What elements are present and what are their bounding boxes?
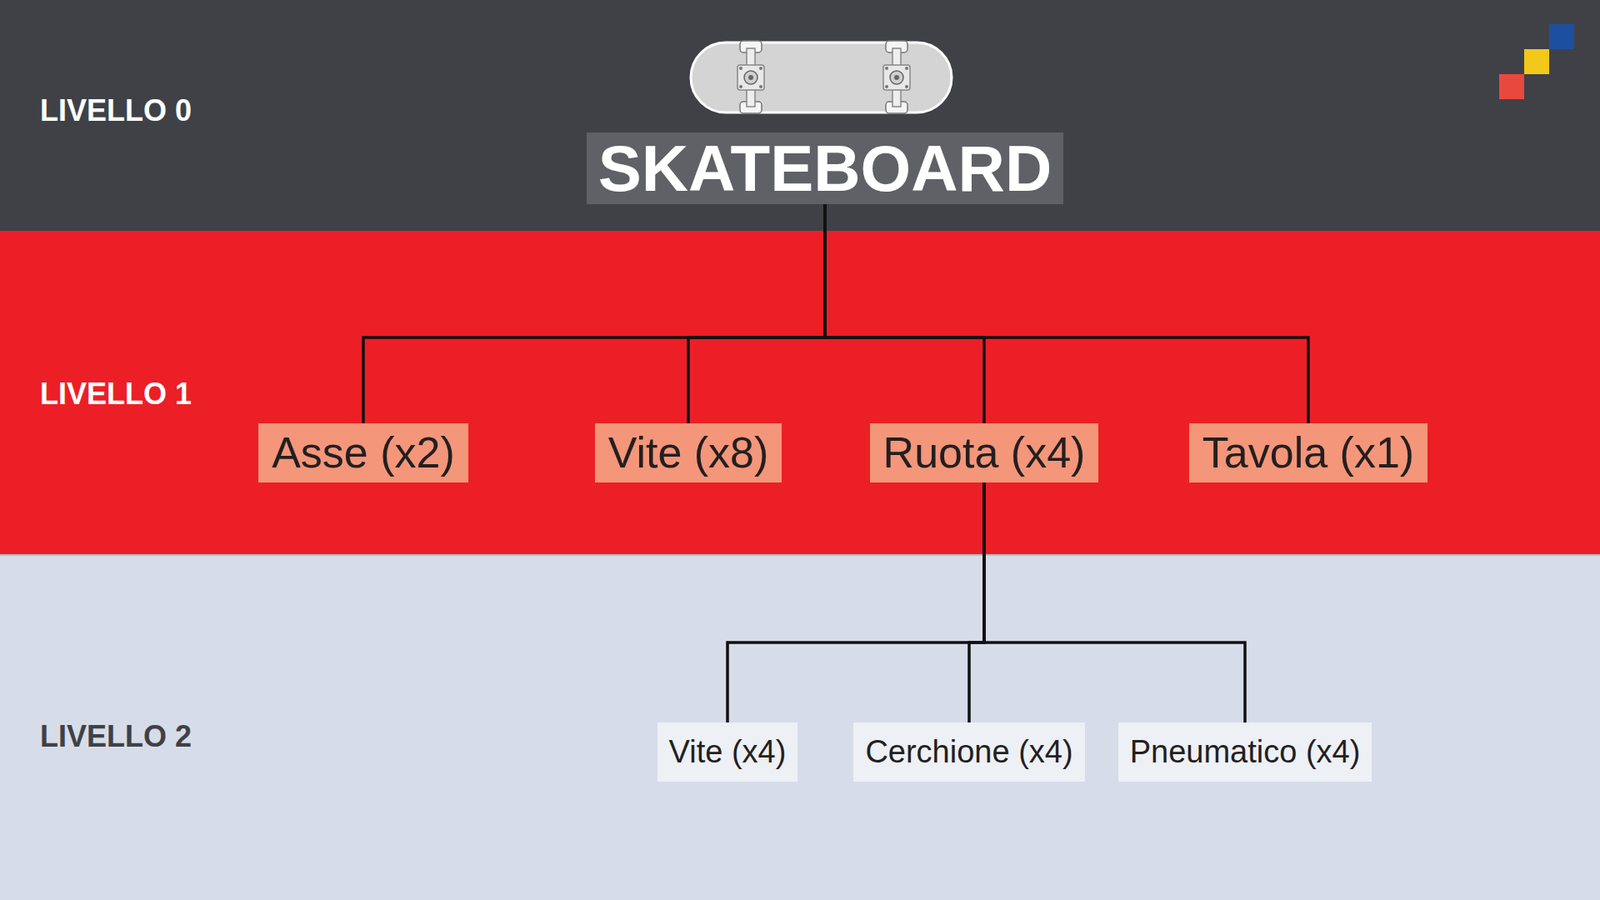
tree-connector [727,482,985,723]
band-label-holder: LIVELLO 1 [40,376,192,412]
truck [737,40,765,114]
level-label: LIVELLO 2 [40,719,192,755]
tree-connector [825,204,1309,424]
component-label: Vite (x4) [669,722,787,782]
tree-connector [825,204,985,424]
component-label: Cerchione (x4) [865,722,1073,782]
component-box: SKATEBOARD [586,132,1065,205]
component-box: Vite (x4) [657,722,799,782]
level-label: LIVELLO 0 [40,93,192,129]
logo-squares [1499,24,1575,100]
skateboard-illustration [690,40,952,114]
component-box: Cerchione (x4) [853,722,1085,782]
component-box: Ruota (x4) [870,423,1100,483]
level-label: LIVELLO 1 [40,376,192,412]
band-label-holder: LIVELLO 2 [40,719,192,755]
component-box: Tavola (x1) [1189,423,1428,483]
level-band: LIVELLO 1 Asse (x2) Vite (x8) Ruota (x4) Tav… [0,230,1600,555]
component-box: Vite (x8) [595,423,783,483]
tree-connector [363,204,825,424]
component-label: Vite (x8) [608,423,770,483]
level-band: LIVELLO 2 Vite (x4) Cerchione (x4) Pneumati… [0,555,1600,900]
tree-connector [984,482,1245,723]
band-divider [0,554,1600,556]
component-label: Asse (x2) [271,423,455,483]
truck [883,40,910,114]
component-label: SKATEBOARD [598,132,1053,205]
component-box: Asse (x2) [258,423,469,483]
band-label-holder: LIVELLO 0 [40,93,192,129]
tree-connector [969,482,985,723]
tree-connector [688,204,825,424]
component-box: Pneumatico (x4) [1118,722,1373,782]
component-label: Tavola (x1) [1202,423,1415,483]
component-label: Ruota (x4) [883,423,1086,483]
component-label: Pneumatico (x4) [1130,722,1361,782]
level-band: LIVELLO 0 SKATEBOARD [0,0,1600,231]
